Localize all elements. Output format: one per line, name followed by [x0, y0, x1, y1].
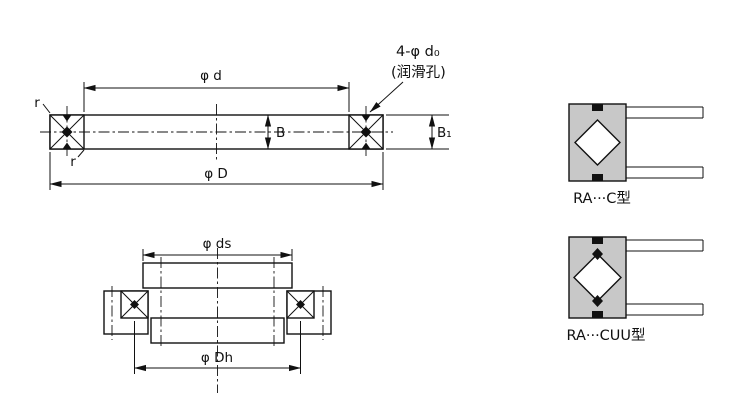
roller-section-left-mounted: [120, 290, 149, 319]
centerlines-front-view: [40, 104, 393, 160]
dimension-housing-diameter-Dh: φ Dh: [134, 321, 301, 374]
dim-label-B1: B₁: [437, 125, 452, 141]
retainer-tab-top-c: [592, 104, 603, 111]
dimension-width-B1: B₁: [386, 114, 452, 150]
radius-label-bottom: r: [70, 154, 76, 170]
retainer-tab-bottom-c: [592, 174, 603, 181]
crossed-roller-c: [574, 119, 621, 166]
mating-rails-cuu: [626, 239, 704, 316]
type-c-label: RA···C型: [573, 190, 631, 207]
dim-label-B: B: [276, 125, 285, 141]
dimension-outer-diameter-D: φ D: [49, 152, 384, 190]
radius-label-top: r: [34, 95, 40, 111]
seal-tab-bottom-cuu: [592, 311, 603, 318]
lube-holes-note: (润滑孔): [391, 64, 446, 81]
dimension-width-B: B: [264, 114, 285, 150]
seal-bottom-cuu: [592, 295, 603, 307]
type-c-detail: RA···C型: [568, 103, 704, 207]
lubrication-holes-callout: 4-φ d₀ (润滑孔): [369, 44, 446, 113]
corner-radius-bottom-callout: r: [70, 149, 85, 170]
corner-radius-top-callout: r: [34, 95, 51, 114]
dimension-shaft-diameter-ds: φ ds: [142, 236, 293, 261]
mounting-section-view: φ ds φ Dh: [103, 236, 332, 393]
dim-label-d: φ d: [200, 68, 222, 84]
dim-label-ds: φ ds: [203, 236, 232, 252]
seal-tab-top-cuu: [592, 237, 603, 244]
type-cuu-label: RA···CUU型: [566, 327, 645, 344]
bearing-front-section-view: φ d φ D B B₁ 4-φ d₀ (润滑孔) r r: [34, 44, 452, 190]
dim-label-D: φ D: [204, 166, 228, 182]
mating-rails-c: [626, 106, 704, 179]
dimension-inner-diameter-d: φ d: [83, 68, 350, 112]
dim-label-Dh: φ Dh: [201, 350, 233, 366]
seal-top-cuu: [592, 248, 603, 260]
lube-holes-label: 4-φ d₀: [396, 44, 440, 60]
roller-section-right-mounted: [286, 290, 315, 319]
type-cuu-detail: RA···CUU型: [566, 236, 704, 344]
